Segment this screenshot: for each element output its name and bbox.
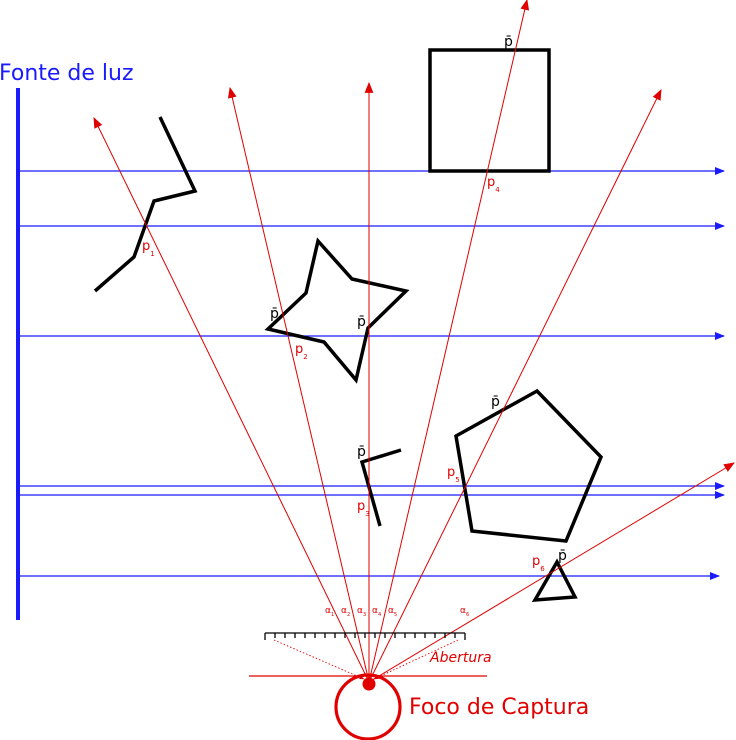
scene-objects: [93, 48, 604, 602]
normal-label: p̄: [357, 314, 366, 330]
normal-label: p̄: [558, 548, 567, 564]
normal-label: p̄: [270, 306, 279, 322]
point-label-p6: p6: [532, 554, 545, 573]
capture-ray: [93, 117, 370, 683]
capture-rays: [93, 0, 735, 683]
normal-label: p̄: [504, 34, 513, 50]
angle-labels: α1 α2 α3 α4 α5 α6: [325, 606, 469, 618]
point-label-p3: p3: [357, 499, 370, 518]
angle-label-a5: α5: [388, 606, 397, 618]
normal-labels: p̄ p̄ p̄ p̄ p̄ p̄: [270, 34, 567, 564]
aperture-lines: [273, 639, 459, 680]
angle-label-a3: α3: [357, 606, 366, 618]
capture-ray: [368, 0, 530, 683]
capture-focus-label: Foco de Capturа: [409, 695, 589, 720]
angle-label-a6: α6: [460, 606, 469, 618]
light-source-label: Fonte de luz: [0, 61, 134, 86]
camera-body: [334, 673, 402, 740]
angle-label-a2: α2: [341, 606, 350, 618]
aperture-label: Abertura: [429, 650, 492, 666]
square-object: [428, 48, 551, 173]
zigzag-object: [93, 116, 198, 293]
sensor-scale: [264, 632, 466, 640]
pentagon-object: [454, 388, 604, 543]
normal-label: p̄: [491, 394, 500, 410]
angle-label-a4: α4: [372, 606, 381, 618]
normal-label: p̄: [357, 444, 366, 460]
point-labels: p1 p2 p3 p4 p5 p6: [142, 175, 545, 573]
star-object: [264, 237, 410, 384]
point-label-p2: p2: [295, 342, 308, 361]
capture-ray: [227, 86, 370, 683]
capture-ray: [368, 462, 735, 683]
point-label-p4: p4: [487, 175, 500, 194]
bent-segment-object: [359, 448, 402, 527]
triangle-object: [531, 558, 578, 602]
point-label-p5: p5: [447, 465, 460, 484]
focal-point: [362, 677, 376, 691]
angle-label-a1: α1: [325, 606, 334, 618]
point-label-p1: p1: [142, 239, 155, 258]
capture-ray: [368, 89, 662, 683]
light-rays: [20, 167, 725, 580]
